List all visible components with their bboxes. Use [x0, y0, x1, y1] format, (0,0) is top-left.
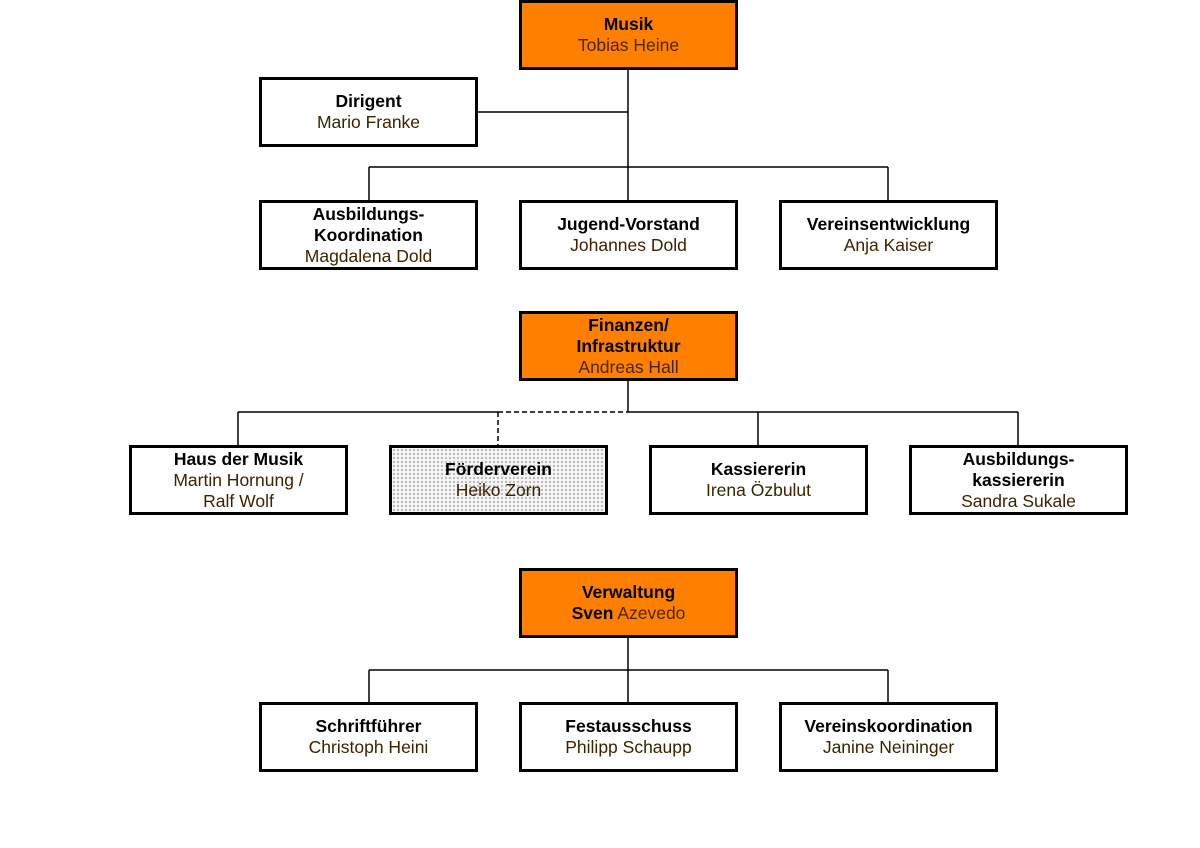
node-kassiererin: Kassiererin Irena Özbulut	[649, 445, 868, 515]
node-title: Finanzen/ Infrastruktur	[576, 314, 681, 356]
node-title: Vereinskoordination	[804, 716, 973, 736]
node-person: Janine Neininger	[822, 737, 955, 757]
node-haus-der-musik: Haus der Musik Martin Hornung / Ralf Wol…	[129, 445, 348, 515]
node-person-first: Sven	[571, 603, 614, 623]
node-title: Vereinsentwicklung	[806, 214, 971, 234]
node-title: Schriftführer	[315, 716, 422, 736]
node-person: Mario Franke	[316, 112, 421, 132]
node-title: Jugend-Vorstand	[557, 214, 700, 234]
node-vereinsentwicklung: Vereinsentwicklung Anja Kaiser	[779, 200, 998, 270]
node-title: Kassiererin	[710, 459, 807, 479]
node-title: Musik	[603, 14, 654, 34]
node-person: Andreas Hall	[578, 356, 679, 377]
node-vereinskoordination: Vereinskoordination Janine Neininger	[779, 702, 998, 772]
node-person: Philipp Schaupp	[565, 737, 692, 757]
node-person: Heiko Zorn	[455, 480, 542, 500]
node-title: Haus der Musik	[173, 448, 304, 469]
node-title: Ausbildungs- Koordination	[312, 203, 425, 245]
node-dirigent: Dirigent Mario Franke	[259, 77, 478, 147]
node-finanzen-infrastruktur: Finanzen/ Infrastruktur Andreas Hall	[519, 311, 738, 381]
node-verwaltung: Verwaltung Sven Azevedo	[519, 568, 738, 638]
node-person: Magdalena Dold	[304, 245, 433, 266]
node-musik: Musik Tobias Heine	[519, 0, 738, 70]
node-person: Irena Özbulut	[705, 480, 812, 500]
node-festausschuss: Festausschuss Philipp Schaupp	[519, 702, 738, 772]
node-ausbildungs-koordination: Ausbildungs- Koordination Magdalena Dold	[259, 200, 478, 270]
node-title: Verwaltung	[581, 582, 676, 602]
node-schriftfuehrer: Schriftführer Christoph Heini	[259, 702, 478, 772]
node-ausbildungskassiererin: Ausbildungs- kassiererin Sandra Sukale	[909, 445, 1128, 515]
node-jugend-vorstand: Jugend-Vorstand Johannes Dold	[519, 200, 738, 270]
node-foerderverein: Förderverein Heiko Zorn	[389, 445, 608, 515]
node-person: Sandra Sukale	[961, 490, 1076, 511]
node-person: Christoph Heini	[308, 737, 429, 757]
node-title: Dirigent	[335, 91, 402, 111]
node-person-last: Azevedo	[617, 603, 686, 623]
node-title: Förderverein	[445, 459, 552, 479]
node-title: Ausbildungs- kassiererin	[962, 448, 1075, 490]
node-person: Anja Kaiser	[843, 235, 934, 255]
node-person: Tobias Heine	[577, 35, 680, 55]
node-title: Festausschuss	[565, 716, 692, 736]
node-person: Johannes Dold	[570, 235, 687, 255]
node-person: Sven Azevedo	[572, 603, 686, 624]
node-person: Martin Hornung / Ralf Wolf	[173, 469, 304, 511]
